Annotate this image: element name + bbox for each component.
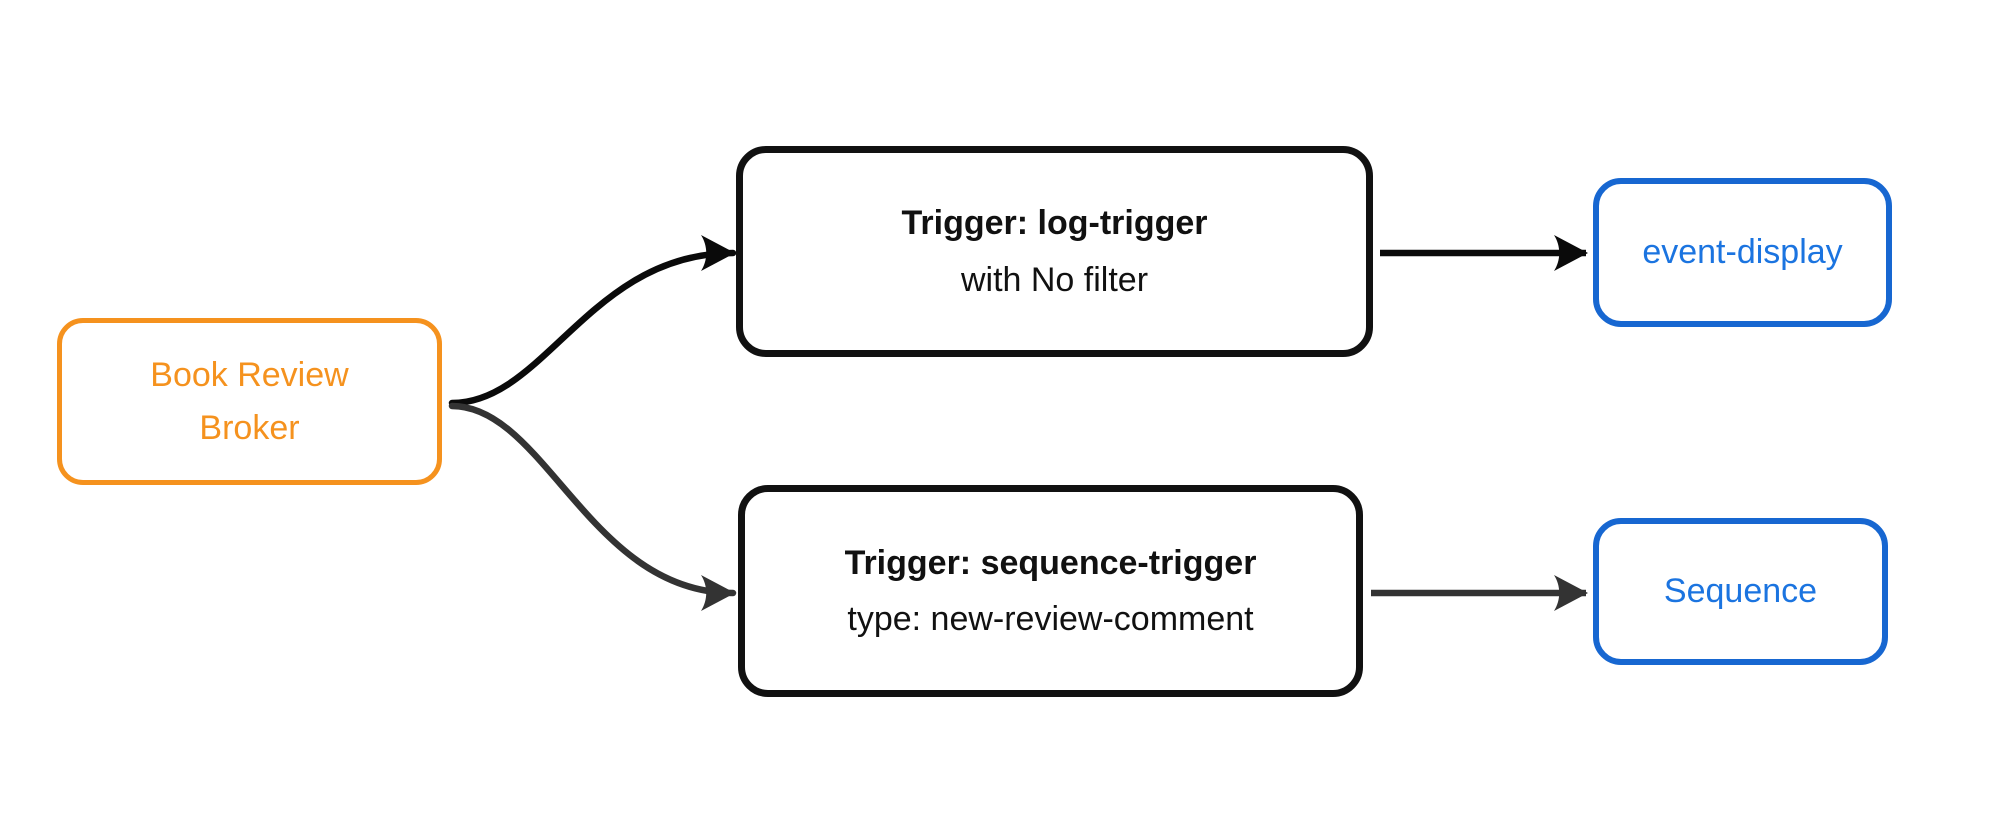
trigger-log-subtitle: with No filter [960, 260, 1149, 299]
event-display-label: event-display [1642, 233, 1843, 271]
node-broker: Book Review Broker [57, 318, 442, 485]
trigger-log-title: Trigger: log-trigger [901, 204, 1208, 243]
edge-broker-to-sequence-trigger [448, 402, 737, 611]
node-sequence: Sequence [1593, 518, 1888, 665]
broker-label-line1: Book Review [150, 355, 349, 394]
sequence-label: Sequence [1663, 572, 1818, 610]
broker-label-line2: Broker [199, 408, 300, 447]
node-event-display: event-display [1593, 178, 1892, 327]
trigger-sequence-subtitle: type: new-review-comment [847, 600, 1254, 638]
trigger-sequence-title: Trigger: sequence-trigger [844, 543, 1257, 582]
node-trigger-sequence: Trigger: sequence-trigger type: new-revi… [738, 485, 1363, 697]
edge-broker-to-log-trigger [448, 235, 737, 407]
node-trigger-log: Trigger: log-trigger with No filter [736, 146, 1373, 357]
